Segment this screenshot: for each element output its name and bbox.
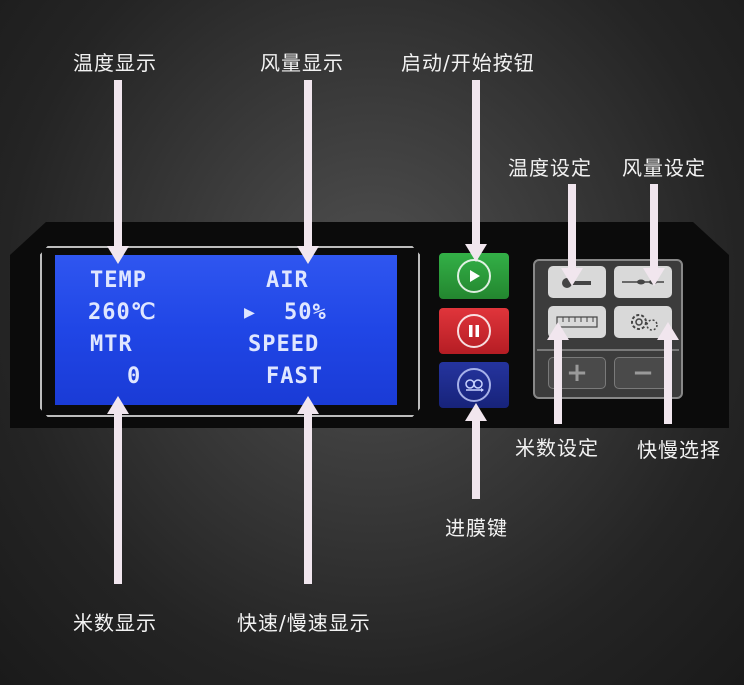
arrow-head [657,322,679,340]
annotation-meter-setting: 米数设定 [515,436,599,460]
annotation-air-setting: 风量设定 [622,156,706,180]
film-feed-button[interactable] [439,362,509,408]
lcd-frame [40,246,420,417]
annotation-film-feed-key: 进膜键 [445,516,508,540]
pause-button[interactable] [439,308,509,354]
minus-icon: − [632,358,654,388]
arrow-head [561,268,583,286]
arrow-head [107,246,129,264]
annotation-temp-setting: 温度设定 [508,156,592,180]
arrow-air-setting [650,184,658,272]
arrow-start-button [472,80,480,248]
arrow-head [297,396,319,414]
lcd-screen [55,255,397,405]
arrow-head [643,268,665,286]
annotation-speed-select: 快慢选择 [637,438,721,462]
lcd-temp-value: 260℃ [88,300,157,325]
arrow-head [107,396,129,414]
arrow-meter-setting [554,338,562,424]
annotation-start-button: 启动/开始按钮 [401,51,535,75]
annotation-temp-display: 温度显示 [73,51,157,75]
arrow-speed-select [664,338,672,424]
arrow-meter-display [114,412,122,584]
lcd-air-label: AIR [266,268,309,293]
arrow-head [465,244,487,262]
lcd-mtr-label: MTR [90,332,133,357]
play-icon [457,259,491,293]
annotation-speed-display: 快速/慢速显示 [237,611,371,635]
arrow-temp-display [114,80,122,250]
plus-icon: + [566,358,588,388]
lcd-speed-value: FAST [266,364,323,389]
annotation-meter-display: 米数显示 [73,611,157,635]
lcd-mtr-value: 0 [127,364,142,389]
film-feed-icon [457,368,491,402]
arrow-air-display [304,80,312,250]
lcd-air-marker: ▶ [244,302,256,323]
pause-icon [457,314,491,348]
arrow-head [547,322,569,340]
keypad-divider [537,349,679,351]
lcd-air-value: 50% [284,300,327,325]
arrow-speed-display [304,412,312,584]
lcd-speed-label: SPEED [248,332,320,357]
annotation-air-display: 风量显示 [260,51,344,75]
lcd-temp-label: TEMP [90,268,147,293]
arrow-head [297,246,319,264]
arrow-temp-setting [568,184,576,272]
arrow-head [465,403,487,421]
arrow-film-feed-key [472,419,480,499]
